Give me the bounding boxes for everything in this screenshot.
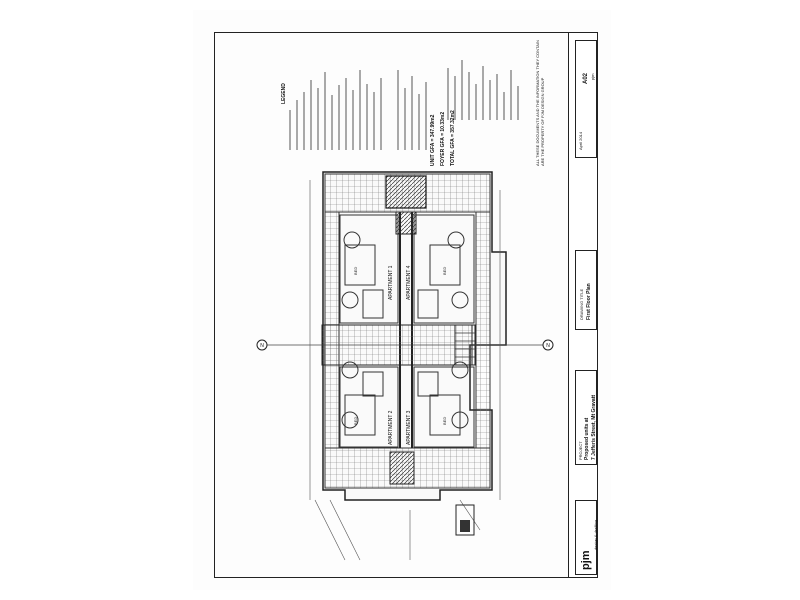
room-label: BED	[353, 417, 358, 425]
project-box	[575, 370, 597, 465]
drawing-title-box	[575, 250, 597, 330]
job-number: pjm	[590, 73, 595, 80]
apartment-label-2: APARTMENT 2	[388, 410, 394, 445]
firm-box	[575, 500, 597, 575]
room-label: BED	[442, 267, 447, 275]
drawing-title: First Floor Plan	[586, 283, 592, 320]
project-name: Proposed units at	[584, 417, 590, 460]
project-address: 7 Jefferis Street, Mt Gravatt	[591, 394, 597, 460]
apartment-label-3: APARTMENT 3	[406, 410, 412, 445]
sheet-info-box	[575, 40, 597, 158]
firm-tagline: design & drafting	[593, 519, 598, 550]
apartment-label-4: APARTMENT 4	[406, 265, 412, 300]
drawing-title-label: DRAWING TITLE	[579, 288, 584, 320]
apartment-label-1: APARTMENT 1	[388, 265, 394, 300]
north-marker-left: N	[260, 343, 264, 349]
project-label: PROJECT	[578, 441, 583, 460]
room-label: BED	[442, 417, 447, 425]
north-marker-right: N	[546, 343, 550, 349]
room-label: BED	[353, 267, 358, 275]
date: April 2014	[578, 131, 583, 150]
sheet-number: A02	[583, 72, 589, 84]
firm-logo: pjm	[580, 550, 592, 570]
